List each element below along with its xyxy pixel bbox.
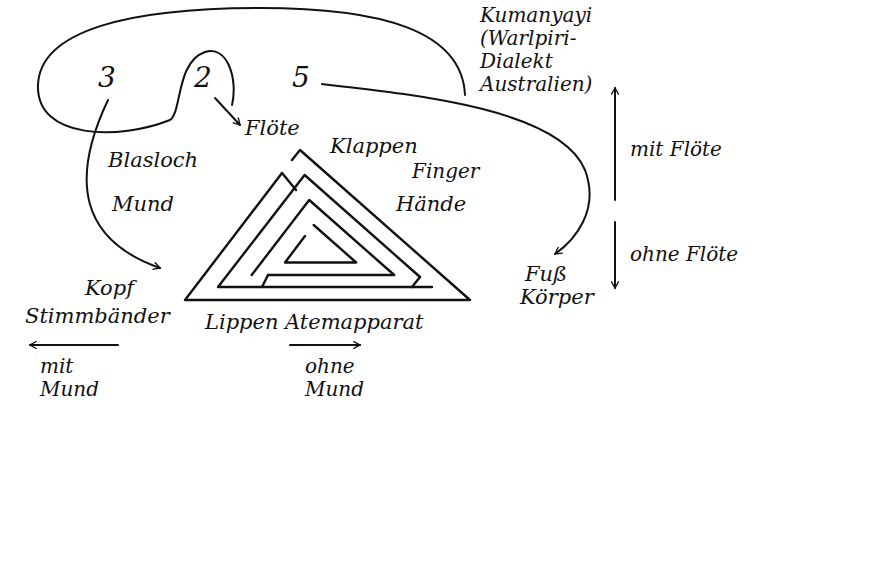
handwritten-label: Körper: [520, 285, 594, 309]
handwritten-label: Atemapparat: [285, 310, 424, 334]
handwritten-label: mit Flöte: [630, 138, 722, 161]
callout-number: 5: [292, 62, 310, 94]
handwritten-label: Lippen: [205, 310, 279, 334]
direction-arrow: [30, 344, 118, 346]
handwritten-label: Kopf: [85, 276, 134, 300]
handwritten-label: Flöte: [245, 116, 300, 140]
direction-arrow: [290, 344, 360, 346]
handwritten-label: Klappen: [330, 134, 418, 158]
handwritten-label: mit Mund: [40, 355, 99, 401]
pointer-arrow: [87, 100, 160, 268]
handwritten-label: ohne Flöte: [630, 243, 738, 266]
handwritten-label: Finger: [412, 160, 479, 183]
handwritten-label: Kumanyayi (Warlpiri- Dialekt Australien): [480, 4, 592, 96]
handwritten-label: Blasloch: [108, 148, 198, 172]
direction-arrow: [614, 222, 616, 288]
callout-number: 3: [98, 62, 116, 94]
handwritten-label: Mund: [112, 192, 174, 216]
handwritten-label: Hände: [396, 192, 466, 216]
handwritten-label: ohne Mund: [305, 355, 364, 401]
direction-arrow: [614, 88, 616, 200]
callout-number: 2: [194, 62, 212, 94]
pointer-arrow: [215, 98, 240, 125]
handwritten-label: Stimmbänder: [25, 304, 170, 328]
pointer-arrow: [322, 84, 590, 254]
handwritten-label: Fuß: [525, 262, 567, 286]
